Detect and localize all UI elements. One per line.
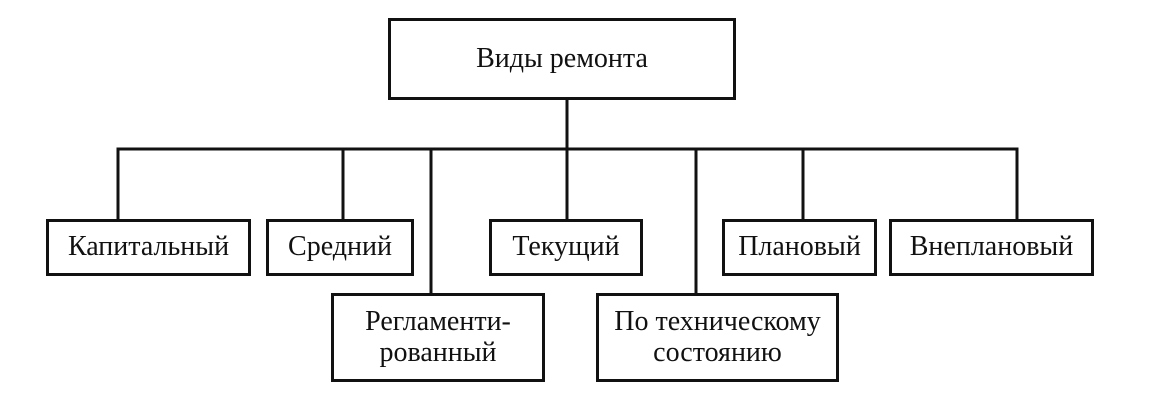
- node-kapitalny: Капитальный: [46, 219, 251, 276]
- node-tekushchy: Текущий: [489, 219, 643, 276]
- root-node: Виды ремонта: [388, 18, 736, 100]
- node-reglament: Регламенти- рованный: [331, 293, 545, 382]
- node-sredny: Средний: [266, 219, 414, 276]
- node-po-tekh: По техническому состоянию: [596, 293, 839, 382]
- node-planovy: Плановый: [722, 219, 877, 276]
- node-vneplanovy: Внеплановый: [889, 219, 1094, 276]
